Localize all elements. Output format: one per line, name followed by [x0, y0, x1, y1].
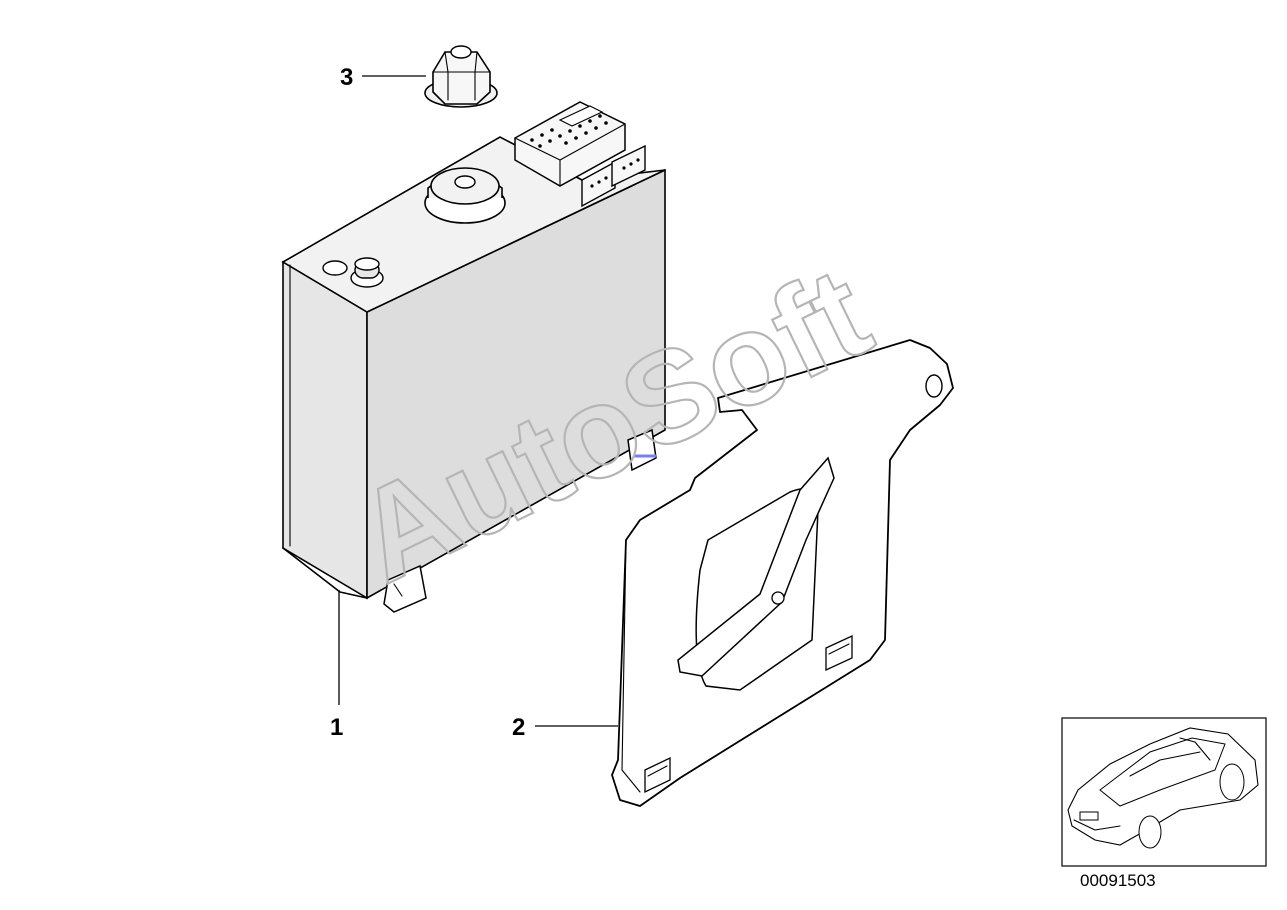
- vehicle-thumbnail: 00091503: [1061, 717, 1267, 890]
- bracket-part-2[interactable]: [611, 339, 954, 807]
- connector-pins: [530, 114, 608, 148]
- callout-3: 3: [340, 64, 426, 91]
- callout-2: 2: [512, 714, 618, 741]
- callout-2-label: 2: [512, 714, 525, 741]
- callout-1: 1: [330, 590, 343, 741]
- car-silhouette-icon: [1067, 727, 1259, 849]
- control-unit-part-1[interactable]: [281, 101, 666, 613]
- callout-1-label: 1: [330, 714, 343, 741]
- callout-3-label: 3: [340, 64, 353, 91]
- nut-part-3[interactable]: [424, 45, 498, 108]
- diagram-number: 00091503: [1080, 871, 1156, 890]
